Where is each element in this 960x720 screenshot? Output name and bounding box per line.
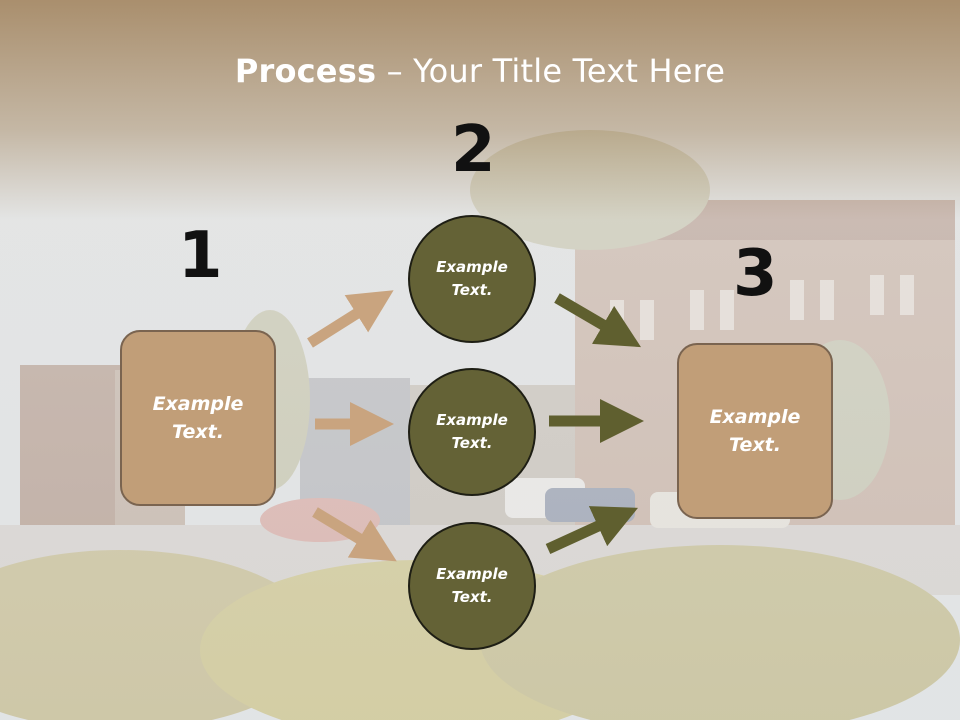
right-box[interactable]: Example Text.	[677, 343, 833, 519]
top-circle[interactable]: Example Text.	[408, 215, 536, 343]
left-box-label: Example Text.	[152, 392, 244, 444]
bottom-circle-label: Example Text.	[436, 564, 508, 606]
step-number-1: 1	[178, 219, 223, 293]
middle-circle[interactable]: Example Text.	[408, 368, 536, 496]
bottom-circle[interactable]: Example Text.	[408, 522, 536, 650]
arrow-icon	[554, 293, 641, 348]
arrow-icon	[312, 507, 397, 562]
title-rest: – Your Title Text Here	[376, 52, 726, 90]
top-circle-label: Example Text.	[436, 257, 508, 299]
middle-circle-label: Example Text.	[436, 410, 508, 452]
left-box[interactable]: Example Text.	[120, 330, 276, 506]
title-bold: Process	[234, 52, 377, 90]
slide-title: Process – Your Title Text Here	[0, 52, 960, 90]
step-number-2: 2	[451, 113, 496, 187]
step-number-3: 3	[733, 237, 778, 311]
arrow-icon	[307, 290, 394, 348]
right-box-label: Example Text.	[709, 405, 801, 457]
arrow-icon	[545, 506, 639, 555]
